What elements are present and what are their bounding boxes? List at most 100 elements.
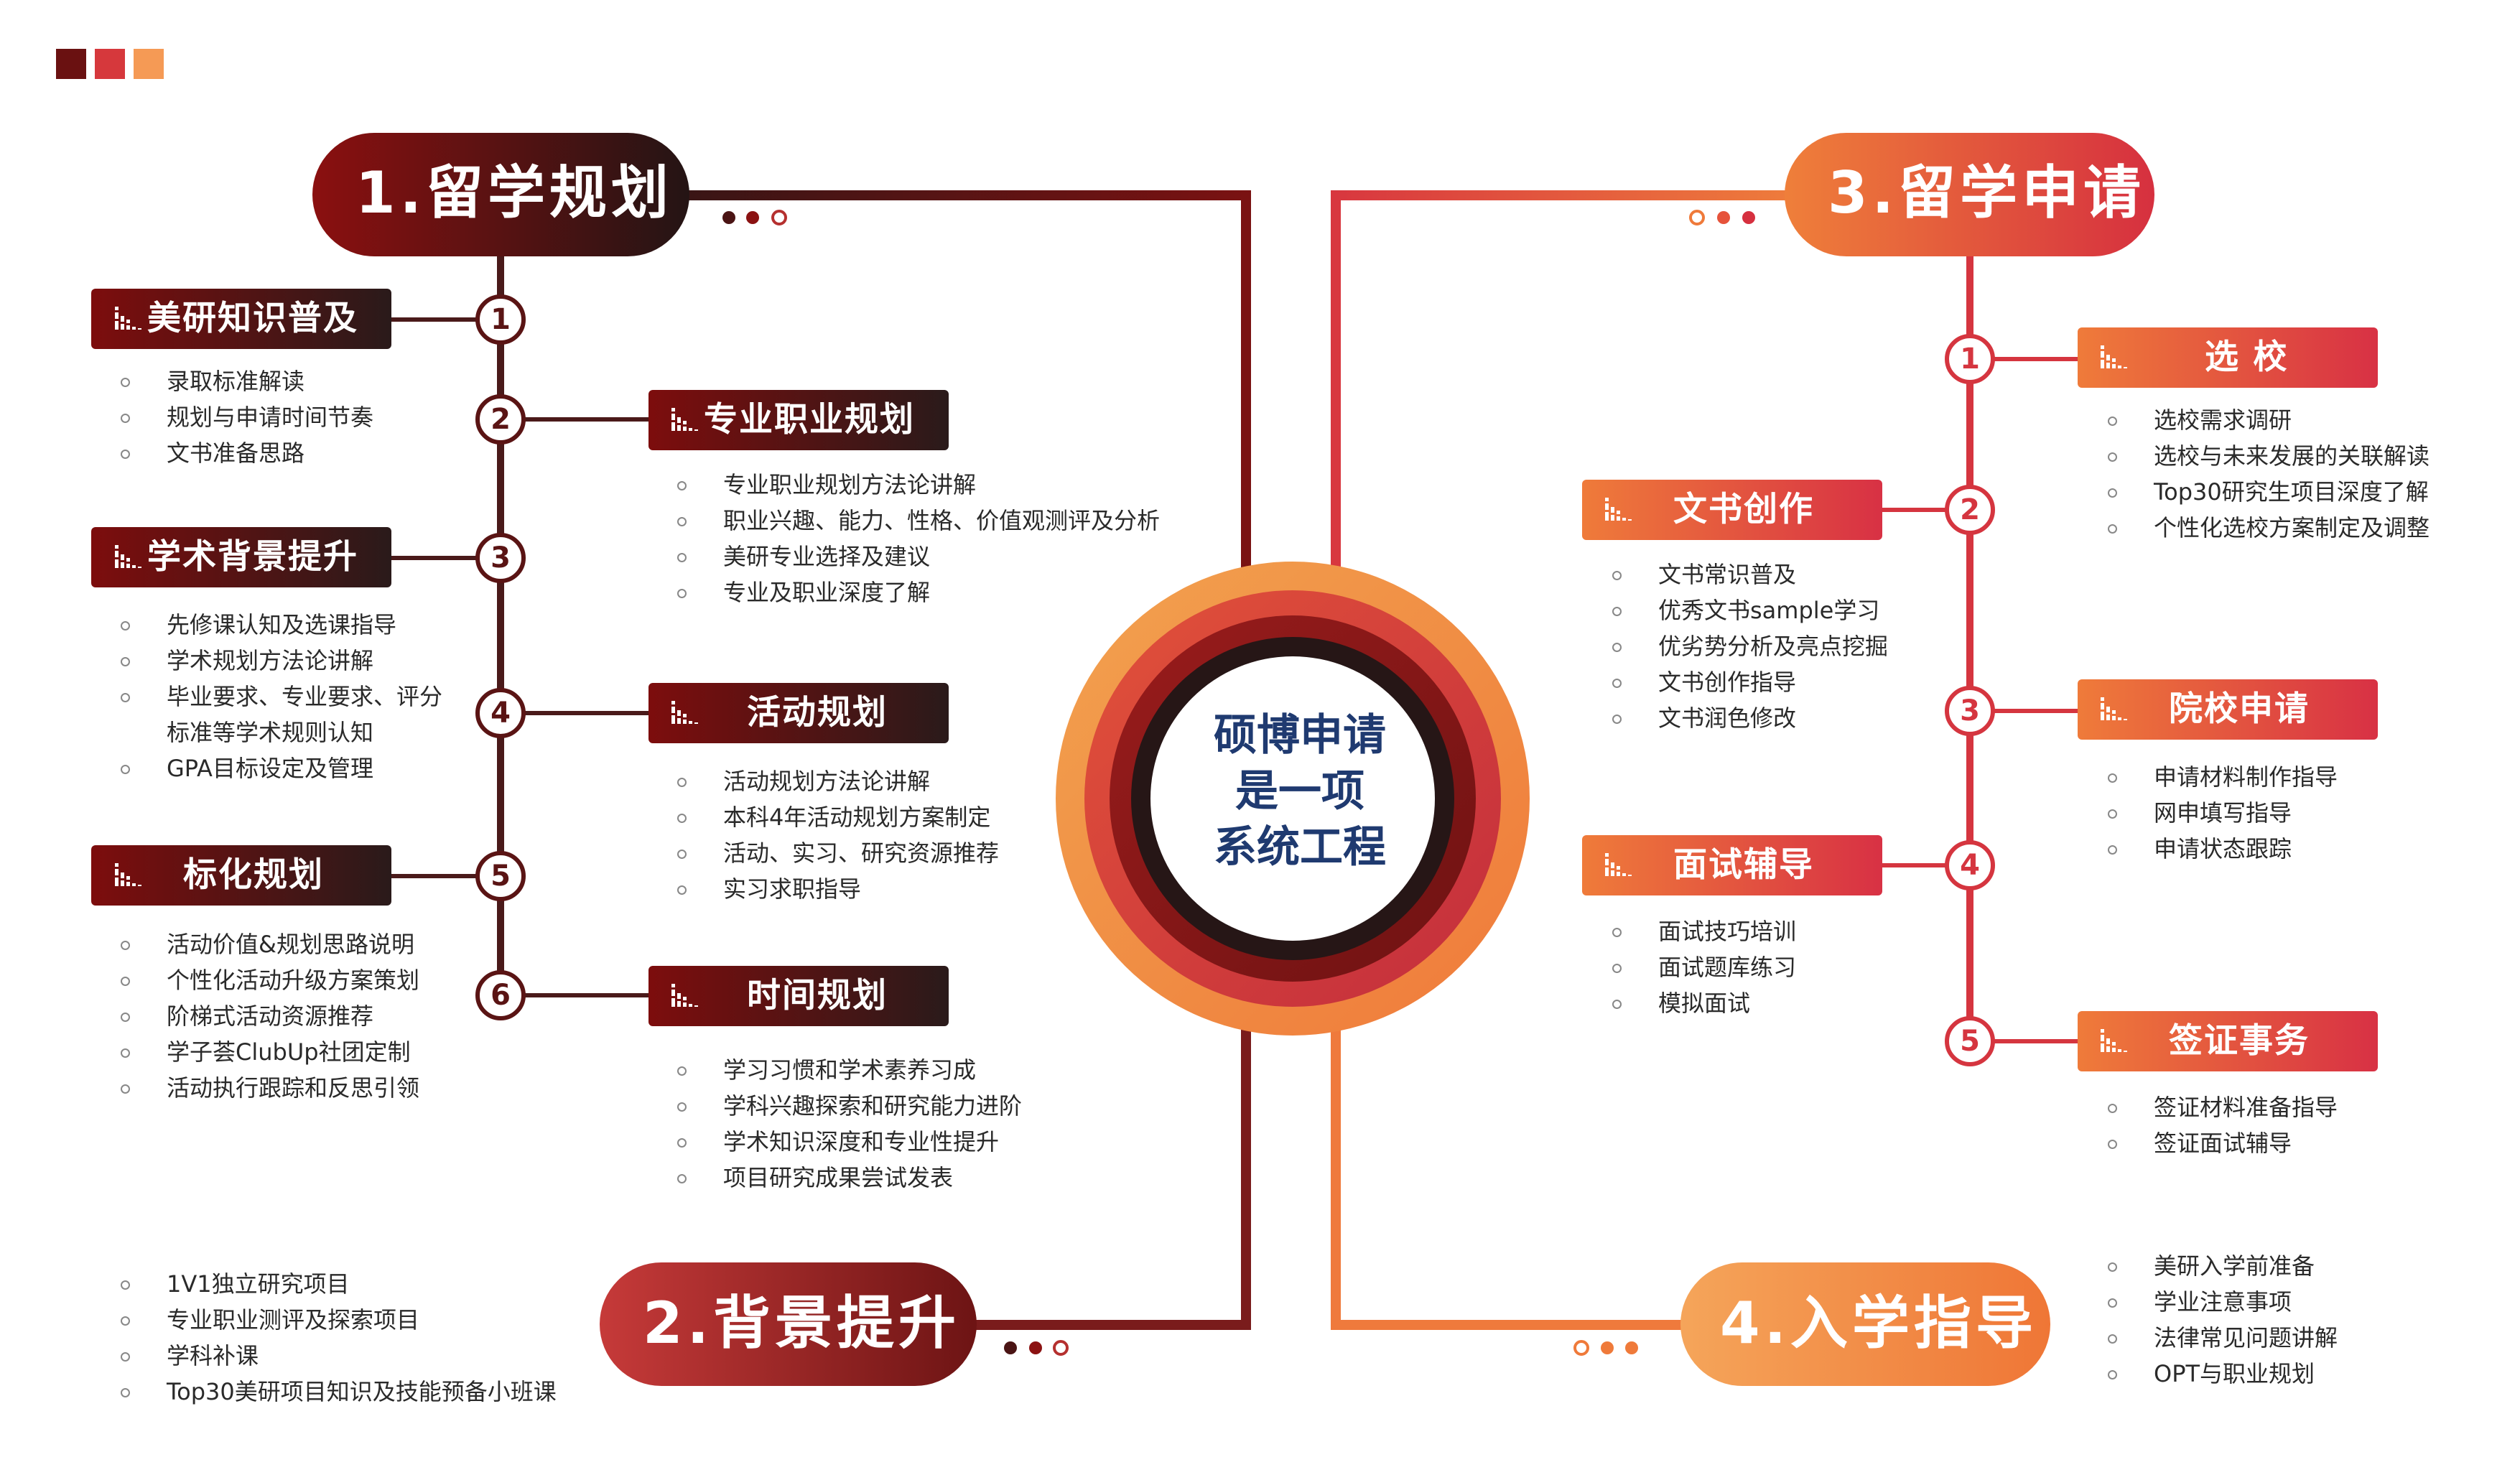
list-item: 学子荟ClubUp社团定制 bbox=[121, 1034, 419, 1070]
list-item: 先修课认知及选课指导 bbox=[121, 607, 442, 643]
s3-badge-3: 3 bbox=[1960, 694, 1980, 727]
list-item: 学业注意事项 bbox=[2108, 1284, 2338, 1320]
list-item: 1V1独立研究项目 bbox=[121, 1266, 557, 1302]
list-item: 文书准备思路 bbox=[121, 435, 373, 471]
section-3-title: 3.留学申请 bbox=[1828, 159, 2146, 226]
s1-category-bars bbox=[91, 289, 949, 1026]
s1-c3-title: 学术背景提升 bbox=[147, 537, 358, 577]
s1-c2-list: 专业职业规划方法论讲解 职业兴趣、能力、性格、价值观测评及分析 美研专业选择及建… bbox=[677, 467, 1160, 610]
s1-badge-6: 6 bbox=[490, 979, 511, 1012]
list-item: 专业职业测评及探索项目 bbox=[121, 1302, 557, 1338]
section-4-pill bbox=[1680, 1262, 2050, 1386]
list-item: 文书润色修改 bbox=[1612, 700, 1888, 736]
center-line-1: 硕博申请 bbox=[1214, 710, 1386, 760]
list-item: 学习习惯和学术素养习成 bbox=[677, 1052, 1022, 1088]
list-item: 面试技巧培训 bbox=[1612, 913, 1796, 949]
list-item: 选校需求调研 bbox=[2108, 402, 2430, 438]
list-item: 专业及职业深度了解 bbox=[677, 574, 1160, 610]
list-item: 申请状态跟踪 bbox=[2108, 831, 2338, 867]
list-item: 规划与申请时间节奏 bbox=[121, 399, 373, 435]
list-item: 申请材料制作指导 bbox=[2108, 759, 2338, 795]
s2-list: 1V1独立研究项目 专业职业测评及探索项目 学科补课 Top30美研项目知识及技… bbox=[121, 1266, 557, 1410]
s1-badge-1: 1 bbox=[490, 303, 511, 336]
section-4-title: 4.入学指导 bbox=[1720, 1290, 2038, 1357]
s3-c5-list: 签证材料准备指导 签证面试辅导 bbox=[2108, 1089, 2338, 1161]
dot-decorations bbox=[722, 210, 1755, 1356]
list-item: 美研专业选择及建议 bbox=[677, 539, 1160, 574]
s1-c5-title: 标化规划 bbox=[183, 855, 324, 895]
section-2-title: 2.背景提升 bbox=[643, 1290, 961, 1357]
s1-c1-list: 录取标准解读 规划与申请时间节奏 文书准备思路 bbox=[121, 363, 373, 471]
list-item: 职业兴趣、能力、性格、价值观测评及分析 bbox=[677, 503, 1160, 539]
list-item: 美研入学前准备 bbox=[2108, 1248, 2338, 1284]
list-item: 网申填写指导 bbox=[2108, 795, 2338, 831]
s1-c3-list: 先修课认知及选课指导 学术规划方法论讲解 毕业要求、专业要求、评分 标准等学术规… bbox=[121, 607, 442, 786]
list-item: 优劣势分析及亮点挖掘 bbox=[1612, 628, 1888, 664]
section-1-pill bbox=[312, 133, 689, 256]
s3-badge-5: 5 bbox=[1960, 1025, 1980, 1058]
s1-badge-4: 4 bbox=[490, 697, 511, 730]
s3-badge-4: 4 bbox=[1960, 849, 1980, 882]
list-item: 学术规划方法论讲解 bbox=[121, 643, 442, 679]
s3-badges bbox=[1945, 334, 1995, 1066]
list-item: 录取标准解读 bbox=[121, 363, 373, 399]
list-item: 活动、实习、研究资源推荐 bbox=[677, 835, 999, 871]
list-item: 优秀文书sample学习 bbox=[1612, 592, 1888, 628]
list-item: 活动规划方法论讲解 bbox=[677, 763, 999, 799]
s1-badge-5: 5 bbox=[490, 860, 511, 893]
list-item: 个性化活动升级方案策划 bbox=[121, 962, 419, 998]
s1-c6-title: 时间规划 bbox=[747, 976, 888, 1015]
s3-badge-1: 1 bbox=[1960, 343, 1980, 376]
list-item: 法律常见问题讲解 bbox=[2108, 1320, 2338, 1356]
s1-badges bbox=[475, 294, 526, 1020]
list-item: 活动价值&规划思路说明 bbox=[121, 926, 419, 962]
center-statement: 硕博申请 是一项 系统工程 bbox=[1149, 707, 1451, 875]
list-item: Top30研究生项目深度了解 bbox=[2108, 474, 2430, 510]
s3-c2-title: 文书创作 bbox=[1673, 490, 1814, 529]
s3-badge-2: 2 bbox=[1960, 493, 1980, 526]
list-item: 学科补课 bbox=[121, 1338, 557, 1374]
list-item: Top30美研项目知识及技能预备小班课 bbox=[121, 1374, 557, 1410]
center-line-3: 系统工程 bbox=[1214, 822, 1386, 873]
section-2-pill bbox=[600, 1262, 977, 1386]
list-item: 项目研究成果尝试发表 bbox=[677, 1160, 1022, 1196]
s3-category-bars bbox=[1582, 327, 2378, 1071]
list-item: 活动执行跟踪和反思引领 bbox=[121, 1070, 419, 1106]
s3-c4-title: 面试辅导 bbox=[1673, 845, 1814, 885]
center-line-2: 是一项 bbox=[1235, 766, 1364, 816]
s3-c5-title: 签证事务 bbox=[2169, 1021, 2310, 1061]
s1-c1-title: 美研知识普及 bbox=[147, 299, 358, 338]
color-swatch-decoration bbox=[56, 49, 164, 79]
list-item: OPT与职业规划 bbox=[2108, 1356, 2338, 1392]
section-1-title: 1.留学规划 bbox=[355, 159, 674, 226]
s3-c1-title: 选 校 bbox=[2205, 338, 2289, 377]
s1-c6-list: 学习习惯和学术素养习成 学科兴趣探索和研究能力进阶 学术知识深度和专业性提升 项… bbox=[677, 1052, 1022, 1196]
list-item: 文书创作指导 bbox=[1612, 664, 1888, 700]
s1-c2-title: 专业职业规划 bbox=[704, 400, 915, 439]
list-item: 阶梯式活动资源推荐 bbox=[121, 998, 419, 1034]
section-3-pill bbox=[1785, 133, 2154, 256]
list-item: 个性化选校方案制定及调整 bbox=[2108, 510, 2430, 546]
s3-c1-list: 选校需求调研 选校与未来发展的关联解读 Top30研究生项目深度了解 个性化选校… bbox=[2108, 402, 2430, 546]
s1-badge-2: 2 bbox=[490, 403, 511, 436]
list-item: GPA目标设定及管理 bbox=[121, 750, 442, 786]
list-item-continuation: 标准等学术规则认知 bbox=[167, 719, 374, 746]
s1-badge-3: 3 bbox=[490, 541, 511, 574]
list-item: 签证材料准备指导 bbox=[2108, 1089, 2338, 1125]
list-item: 签证面试辅导 bbox=[2108, 1125, 2338, 1161]
list-item: 文书常识普及 bbox=[1612, 557, 1888, 592]
s3-c3-title: 院校申请 bbox=[2169, 689, 2310, 729]
list-item: 学科兴趣探索和研究能力进阶 bbox=[677, 1088, 1022, 1124]
s1-c4-list: 活动规划方法论讲解 本科4年活动规划方案制定 活动、实习、研究资源推荐 实习求职… bbox=[677, 763, 999, 907]
list-item: 毕业要求、专业要求、评分 bbox=[121, 679, 442, 715]
list-item: 学术知识深度和专业性提升 bbox=[677, 1124, 1022, 1160]
s1-c4-title: 活动规划 bbox=[747, 693, 888, 732]
list-item: 专业职业规划方法论讲解 bbox=[677, 467, 1160, 503]
center-rings bbox=[1056, 562, 1530, 1036]
s1-c5-list: 活动价值&规划思路说明 个性化活动升级方案策划 阶梯式活动资源推荐 学子荟Clu… bbox=[121, 926, 419, 1106]
list-item: 面试题库练习 bbox=[1612, 949, 1796, 985]
s4-list: 美研入学前准备 学业注意事项 法律常见问题讲解 OPT与职业规划 bbox=[2108, 1248, 2338, 1392]
s3-c4-list: 面试技巧培训 面试题库练习 模拟面试 bbox=[1612, 913, 1796, 1021]
list-item: 模拟面试 bbox=[1612, 985, 1796, 1021]
s3-c2-list: 文书常识普及 优秀文书sample学习 优劣势分析及亮点挖掘 文书创作指导 文书… bbox=[1612, 557, 1888, 736]
